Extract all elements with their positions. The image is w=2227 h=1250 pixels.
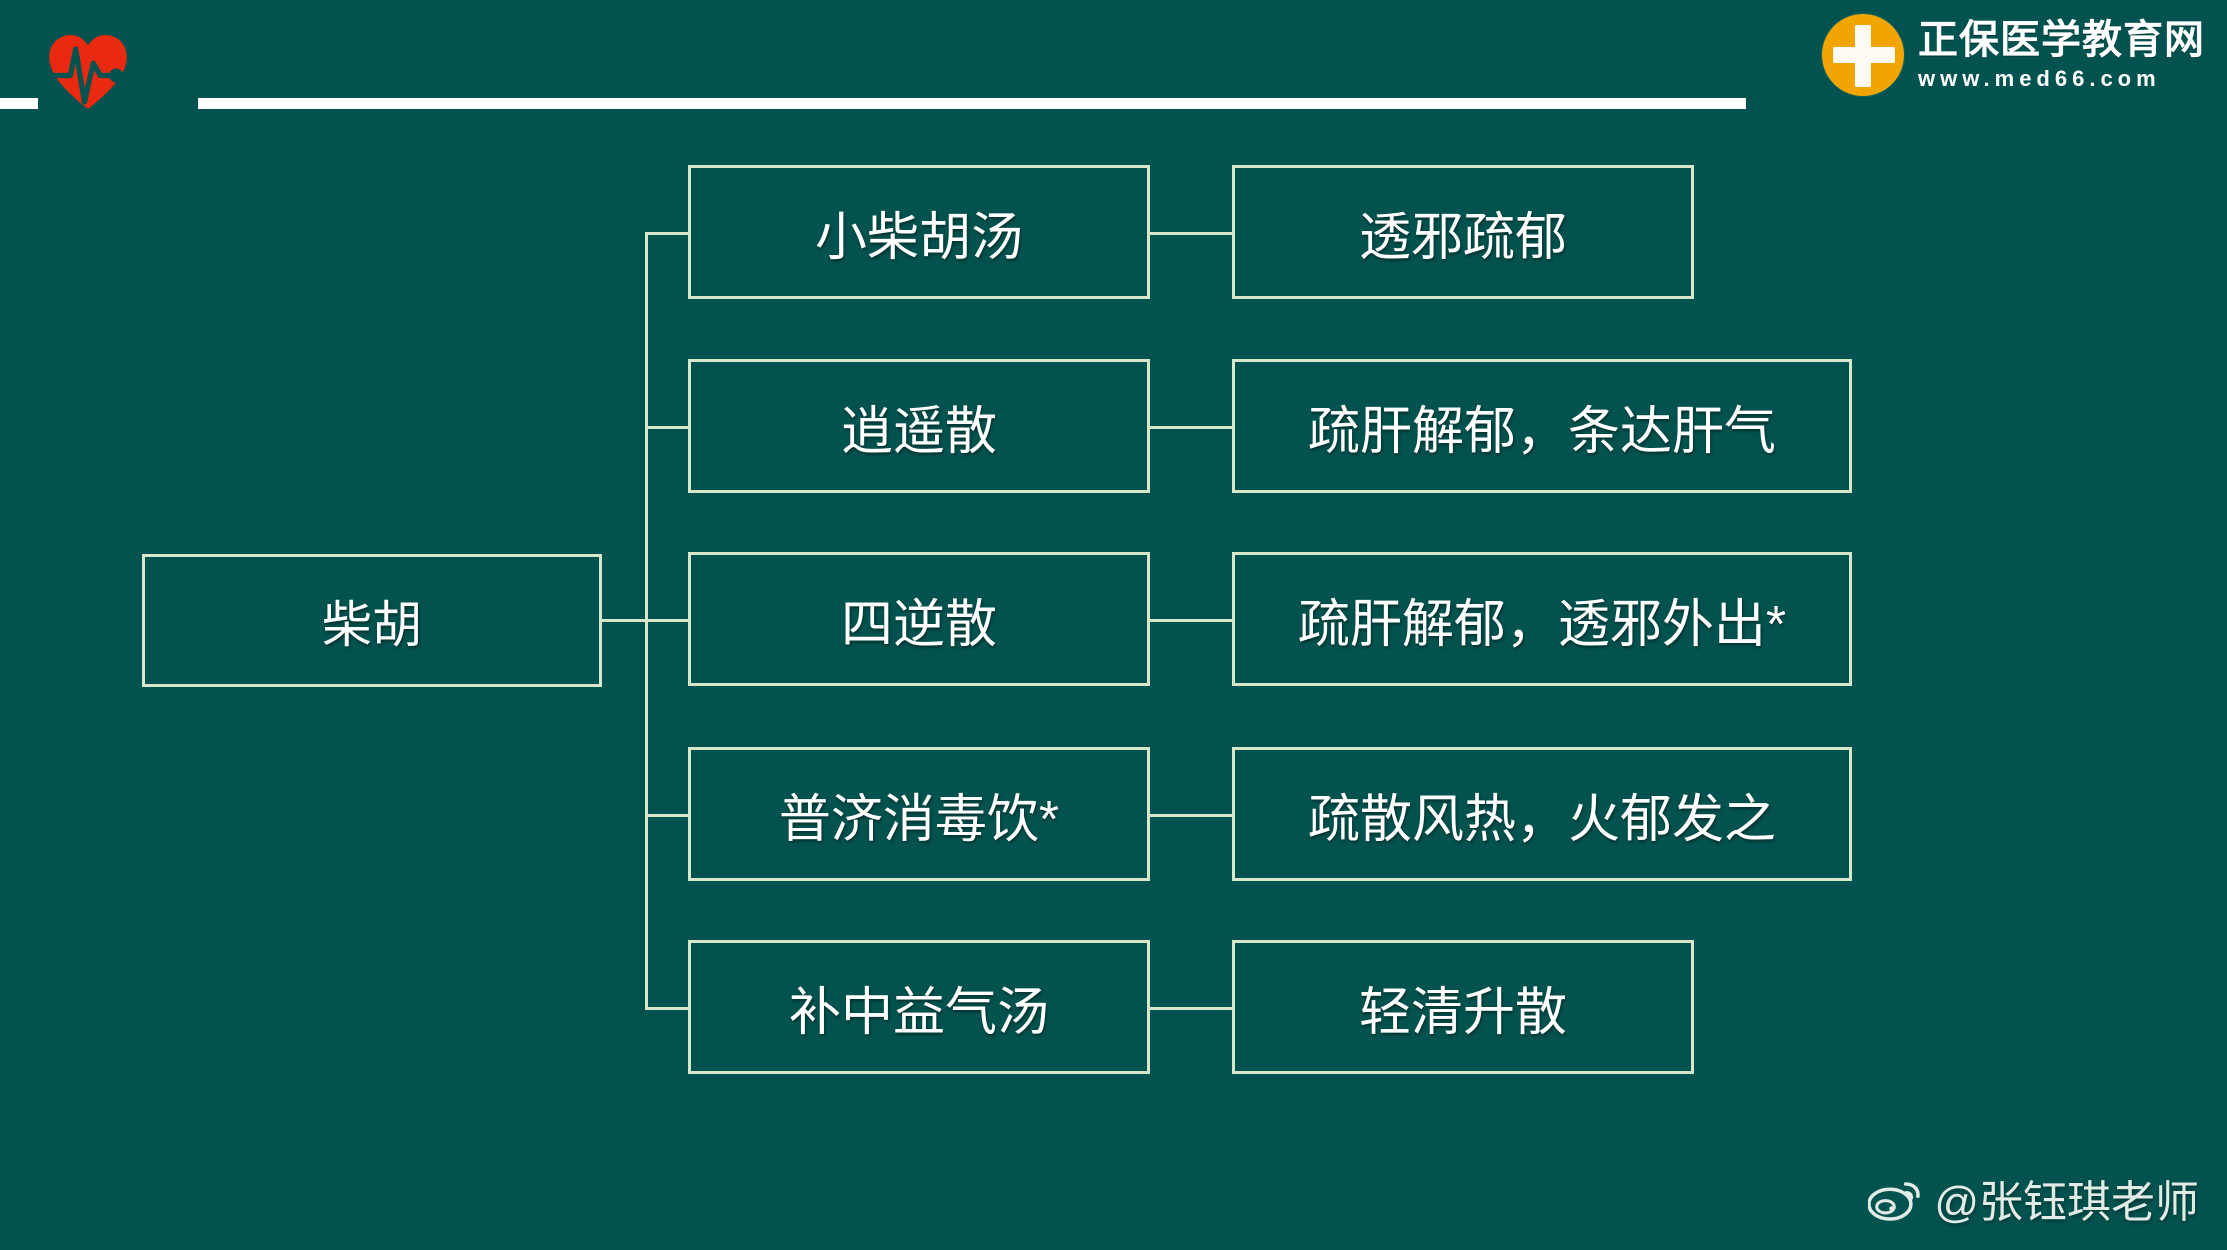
connector-branch-1: [645, 232, 690, 235]
node-effect-4[interactable]: 疏散风热，火郁发之: [1232, 747, 1852, 881]
node-effect-2[interactable]: 疏肝解郁，条达肝气: [1232, 359, 1852, 493]
node-effect-label: 疏肝解郁，条达肝气: [1307, 402, 1776, 461]
node-effect-label: 疏散风热，火郁发之: [1307, 790, 1776, 849]
node-formula-label: 逍遥散: [840, 402, 997, 461]
header-divider-left: [0, 98, 38, 109]
node-formula-label: 普济消毒饮*: [778, 790, 1060, 849]
node-formula-label: 四逆散: [840, 595, 997, 654]
connector-link-4: [1148, 814, 1234, 817]
node-effect-3[interactable]: 疏肝解郁，透邪外出*: [1232, 552, 1852, 686]
connector-branch-5: [645, 1007, 690, 1010]
connector-root-stub: [600, 619, 648, 622]
node-formula-2[interactable]: 逍遥散: [688, 359, 1150, 493]
node-formula-label: 小柴胡汤: [814, 208, 1023, 267]
brand-logo: 正保医学教育网 www.med66.com: [1822, 14, 2205, 96]
node-root-label: 柴胡: [322, 596, 422, 653]
connector-branch-4: [645, 814, 690, 817]
medical-cross-circle-icon: [1822, 14, 1904, 96]
node-effect-1[interactable]: 透邪疏郁: [1232, 165, 1694, 299]
weibo-icon: [1868, 1182, 1921, 1221]
node-formula-4[interactable]: 普济消毒饮*: [688, 747, 1150, 881]
watermark: @张钰琪老师: [1868, 1166, 2199, 1230]
connector-branch-3: [645, 619, 690, 622]
node-effect-5[interactable]: 轻清升散: [1232, 940, 1694, 1074]
node-formula-1[interactable]: 小柴胡汤: [688, 165, 1150, 299]
connector-link-5: [1148, 1007, 1234, 1010]
heart-ecg-icon: [49, 35, 127, 109]
header-divider-right: [198, 98, 1746, 109]
node-root-chaihu[interactable]: 柴胡: [142, 554, 602, 687]
node-effect-label: 轻清升散: [1358, 983, 1567, 1042]
brand-name: 正保医学教育网: [1918, 18, 2205, 62]
connector-link-1: [1148, 232, 1234, 235]
node-formula-3[interactable]: 四逆散: [688, 552, 1150, 686]
node-formula-label: 补中益气汤: [788, 983, 1049, 1042]
connector-link-2: [1148, 426, 1234, 429]
connector-branch-2: [645, 426, 690, 429]
watermark-handle: @张钰琪老师: [1934, 1178, 2199, 1227]
brand-url: www.med66.com: [1918, 66, 2161, 91]
connector-link-3: [1148, 619, 1234, 622]
node-formula-5[interactable]: 补中益气汤: [688, 940, 1150, 1074]
node-effect-label: 透邪疏郁: [1358, 208, 1567, 267]
node-effect-label: 疏肝解郁，透邪外出*: [1297, 595, 1787, 654]
